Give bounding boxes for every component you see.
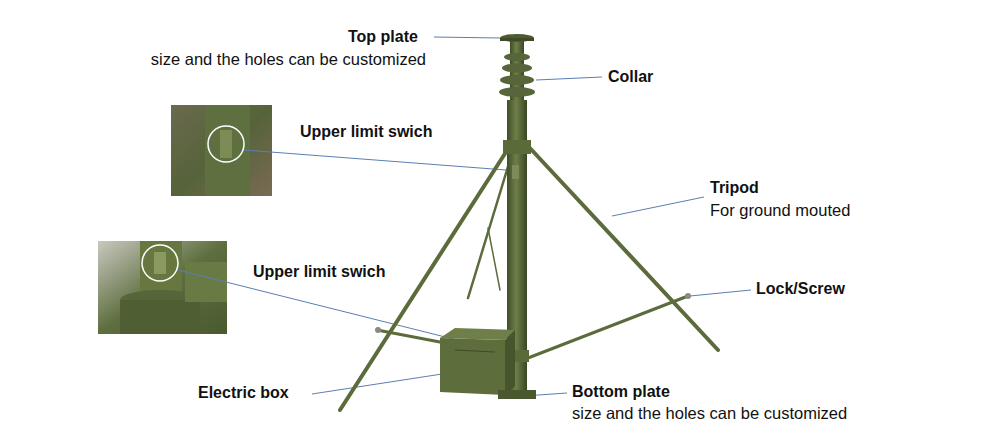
inset-photo [98,241,227,334]
part-name: Bottom plate [572,383,670,401]
part-note: size and the holes can be customized [151,50,426,69]
tripod [340,146,718,410]
electric-box [440,328,515,395]
part-name: Upper limit swich [300,123,432,141]
part-name: Electric box [198,384,289,402]
part-name: Upper limit swich [253,263,385,281]
part-note: size and the holes can be customized [572,404,847,423]
part-name: Collar [608,68,653,86]
part-name: Top plate [348,28,418,46]
part-note: For ground mouted [710,201,850,220]
bottom-plate [498,390,536,399]
part-name: Tripod [710,179,759,197]
part-name: Lock/Screw [756,280,845,298]
